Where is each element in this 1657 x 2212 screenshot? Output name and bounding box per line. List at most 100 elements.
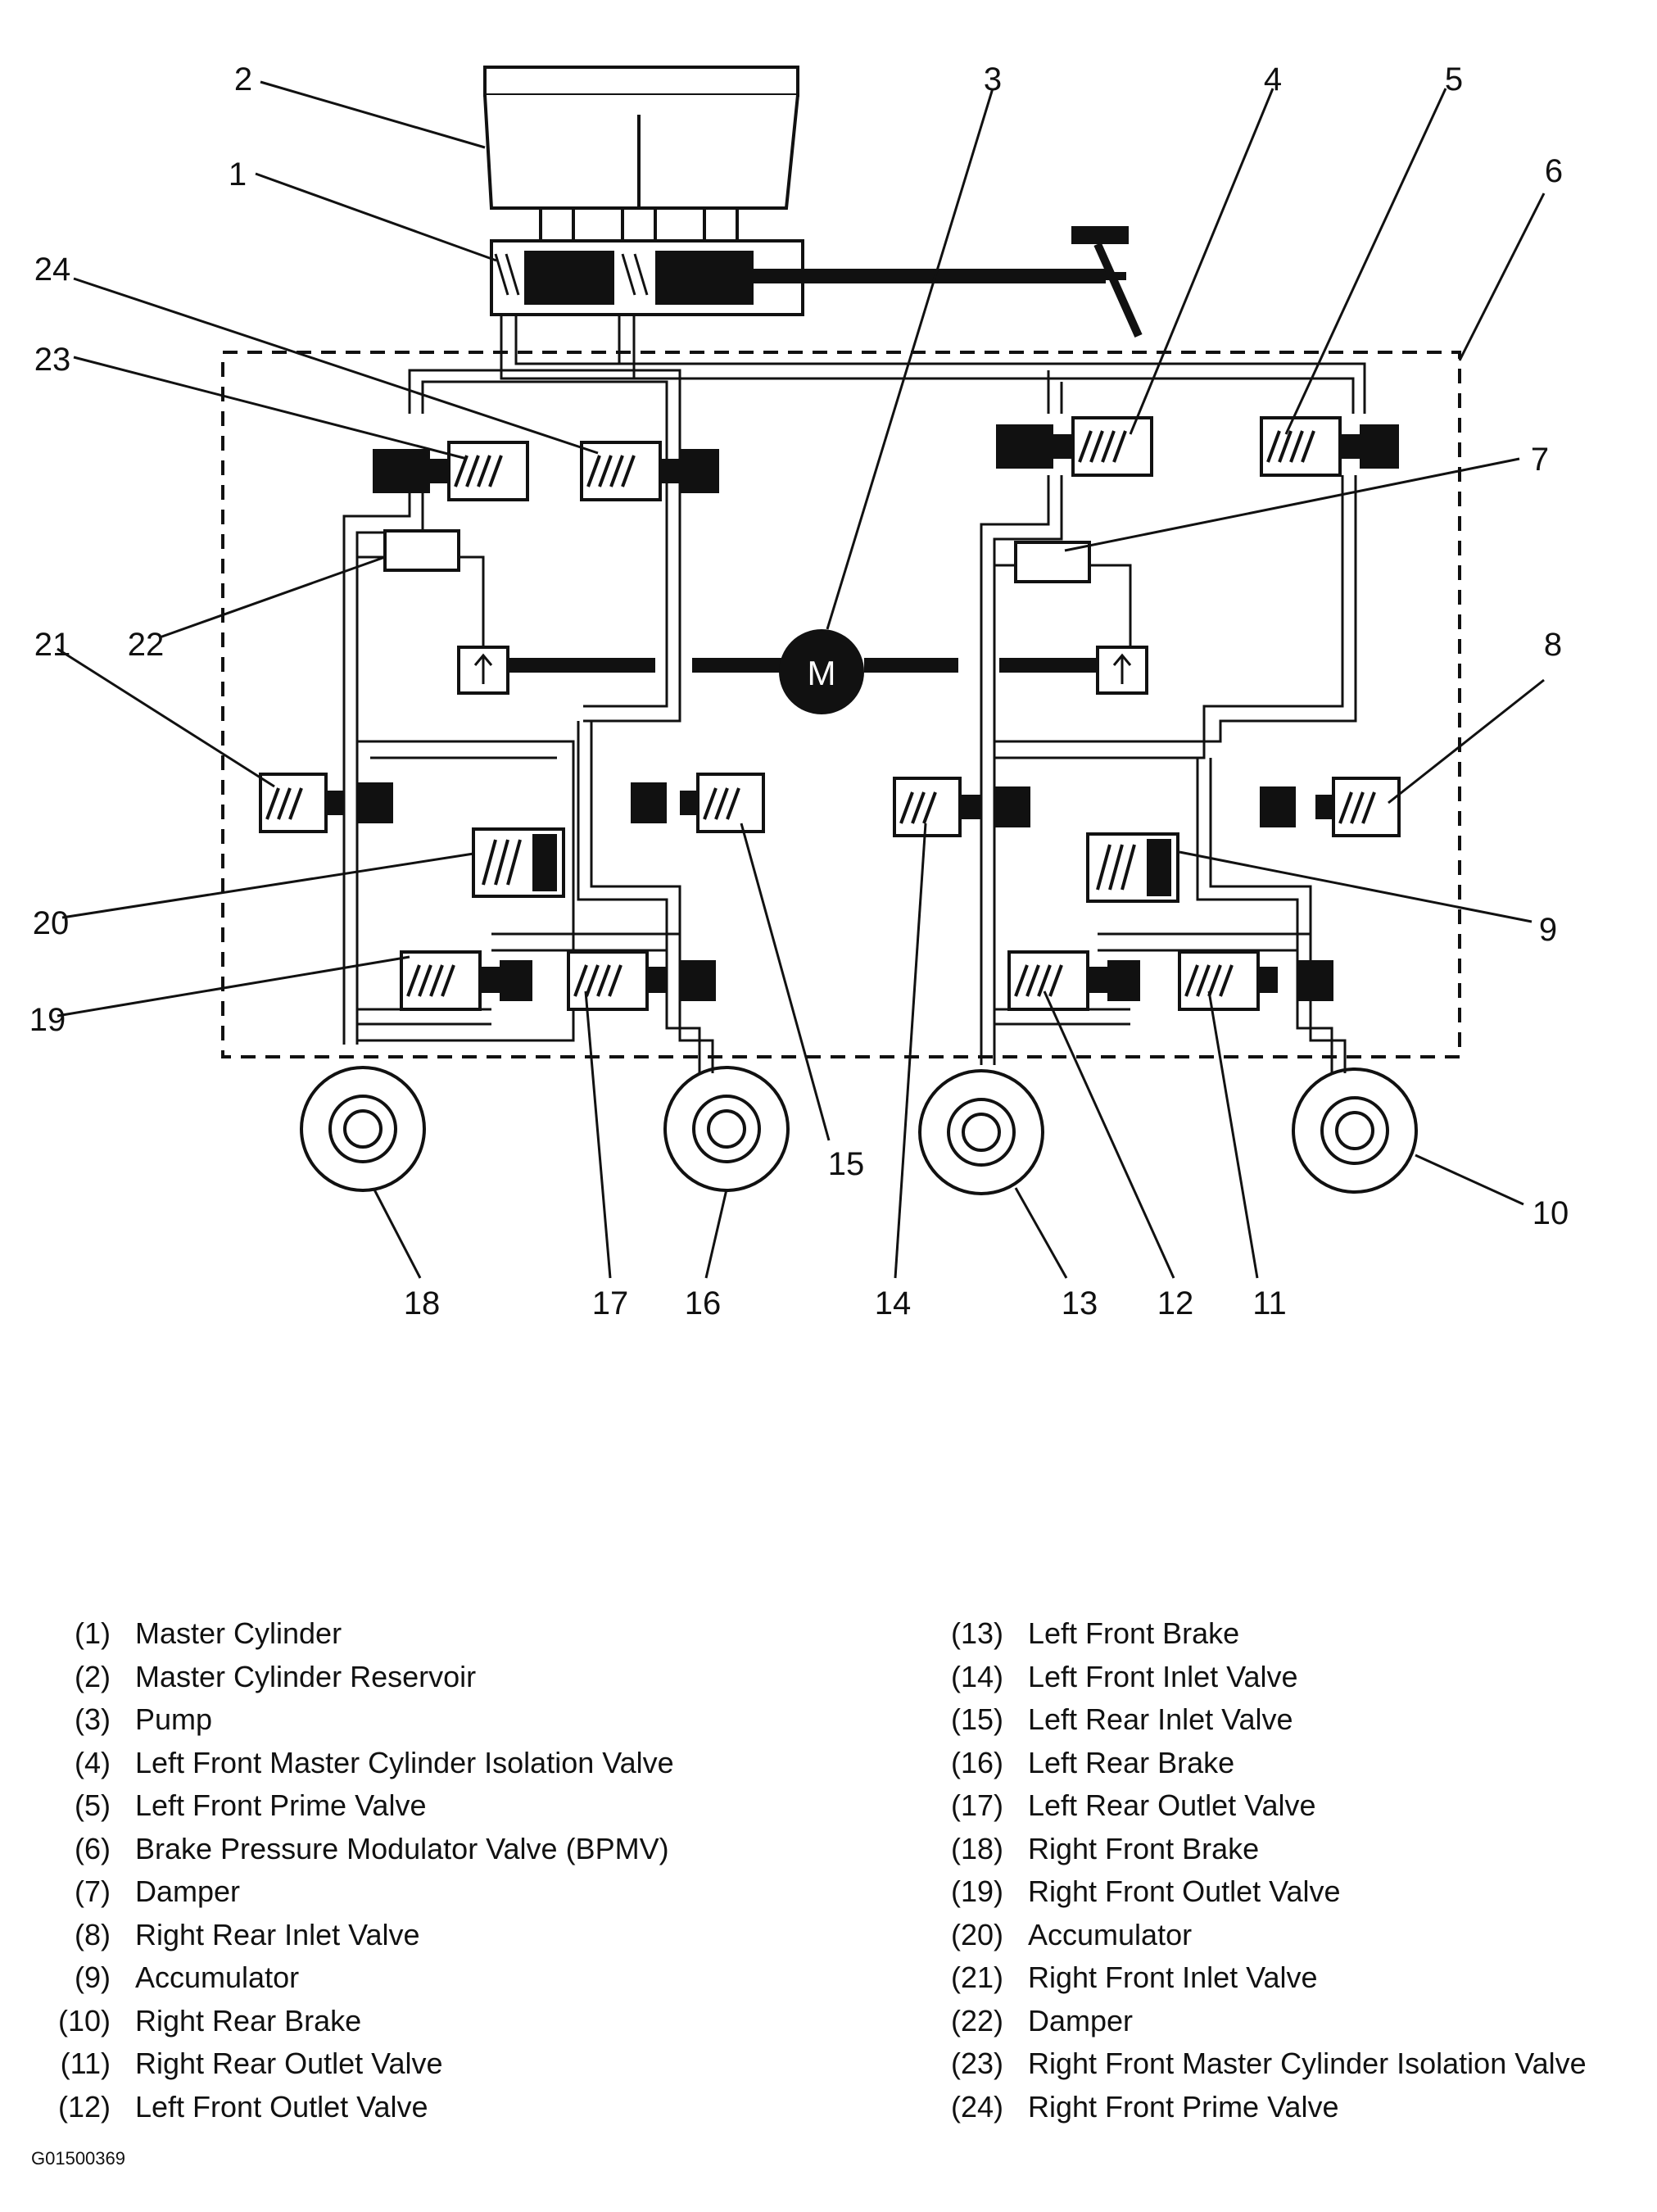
callout-14: 14 [875, 1285, 912, 1321]
valve-left-rear-outlet [567, 950, 716, 1011]
legend-number: (2) [75, 1659, 111, 1693]
legend-label: Master Cylinder Reservoir [135, 1659, 477, 1693]
legend-item: (3)Pump [25, 1698, 674, 1742]
legend-number: (22) [950, 2003, 1003, 2037]
callout-numbers: 1 2 3 4 5 6 7 8 9 10 11 12 13 14 15 16 1… [29, 61, 1569, 1321]
legend-number: (3) [75, 1702, 111, 1736]
callout-24: 24 [34, 252, 71, 288]
legend-label: Left Front Prime Valve [135, 1788, 427, 1822]
legend-label: Right Front Outlet Valve [1028, 1874, 1341, 1908]
master-cylinder-reservoir [483, 66, 799, 243]
legend-number: (8) [75, 1917, 111, 1951]
legend-number: (11) [60, 2047, 111, 2080]
legend-label: Left Front Master Cylinder Isolation Val… [135, 1745, 674, 1779]
legend-label: Left Front Outlet Valve [135, 2089, 428, 2124]
legend-number: (21) [950, 1960, 1003, 1994]
motor-label: M [808, 654, 836, 692]
callout-leader-lines [57, 80, 1546, 1279]
accumulator-left [472, 827, 565, 898]
legend-item: (13)Left Front Brake [917, 1612, 1587, 1656]
legend-label: Right Front Inlet Valve [1028, 1960, 1318, 1994]
figure-id: G01500369 [31, 2148, 125, 2169]
legend-item: (15)Left Rear Inlet Valve [917, 1698, 1587, 1742]
callout-6: 6 [1545, 153, 1563, 189]
callout-5: 5 [1445, 61, 1463, 97]
damper-right [1014, 541, 1091, 583]
legend-number: (14) [950, 1659, 1003, 1693]
pump-assembly: M [457, 629, 1148, 714]
legend-item: (21) Right Front Inlet Valve [917, 1956, 1587, 2000]
bpmv-dashed-boundary [221, 351, 1461, 1058]
legend-item: (18) Right Front Brake [917, 1828, 1587, 1871]
legend-label: Brake Pressure Modulator Valve (BPMV) [135, 1831, 669, 1865]
legend-number: (6) [75, 1831, 111, 1865]
callout-13: 13 [1062, 1285, 1098, 1321]
legend-number: (7) [75, 1874, 111, 1908]
callout-18: 18 [404, 1285, 441, 1321]
callout-11: 11 [1252, 1285, 1287, 1321]
valve-right-front-prime [580, 441, 719, 501]
callout-16: 16 [685, 1285, 722, 1321]
wheel-right-front [300, 1066, 426, 1192]
valve-right-front-inlet [259, 773, 393, 833]
callout-3: 3 [984, 61, 1002, 97]
valve-left-front-inlet [893, 777, 1030, 837]
legend-item: (1) Master Cylinder [25, 1612, 674, 1656]
legend-label: Right Rear Inlet Valve [135, 1917, 420, 1951]
accumulator-right [1086, 832, 1179, 903]
callout-20: 20 [33, 905, 70, 941]
callout-12: 12 [1157, 1285, 1194, 1321]
legend-number: (4) [75, 1745, 111, 1779]
legend-item: (16) Left Rear Brake [917, 1742, 1587, 1785]
legend-label: Master Cylinder [135, 1616, 342, 1650]
legend-number: (18) [950, 1831, 1003, 1865]
legend-label: Left Front Inlet Valve [1028, 1659, 1298, 1693]
wheel-left-front [918, 1069, 1044, 1195]
damper-left [383, 529, 460, 572]
callout-17: 17 [592, 1285, 629, 1321]
valve-right-rear-inlet [1260, 777, 1401, 837]
legend-label: Accumulator [135, 1960, 300, 1994]
valve-right-front-iso [373, 441, 529, 501]
legend-item: (4) Left Front Master Cylinder Isolation … [25, 1742, 674, 1785]
legend-item: (11) Right Rear Outlet Valve [25, 2042, 674, 2086]
wheel-left-rear [663, 1066, 790, 1192]
legend-label: Right Front Master Cylinder Isolation Va… [1028, 2047, 1587, 2080]
legend-item: (24)Right Front Prime Valve [917, 2086, 1587, 2129]
wheel-right-rear [1292, 1067, 1418, 1194]
legend-item: (20)Accumulator [917, 1914, 1587, 1957]
callout-7: 7 [1531, 442, 1549, 478]
legend-label: Right Front Brake [1028, 1831, 1260, 1865]
legend-label: Accumulator [1028, 1917, 1193, 1951]
legend-item: (17)Left Rear Outlet Valve [917, 1784, 1587, 1828]
legend-number: (16) [950, 1745, 1003, 1779]
legend-item: (12)Left Front Outlet Valve [25, 2086, 674, 2129]
legend-label: Damper [1028, 2003, 1134, 2037]
legend-number: (10) [57, 2003, 111, 2037]
callout-9: 9 [1539, 912, 1557, 948]
legend-item: (22) Damper [917, 2000, 1587, 2043]
legend-label: Damper [135, 1874, 241, 1908]
legend-left-column: (1) Master Cylinder (2) Master Cylinder Re… [25, 1612, 674, 2128]
legend-number: (1) [75, 1616, 111, 1650]
valve-left-front-iso [996, 416, 1153, 477]
legend-label: Right Rear Outlet Valve [135, 2047, 443, 2080]
callout-21: 21 [34, 627, 71, 663]
pump-motor [779, 629, 864, 714]
legend-number: (9) [75, 1960, 111, 1994]
legend-label: Right Rear Brake [135, 2003, 362, 2037]
legend-number: (15) [950, 1702, 1003, 1736]
legend-number: (23) [950, 2047, 1003, 2080]
valve-left-rear-inlet [631, 773, 765, 833]
legend-label: Left Rear Brake [1028, 1745, 1235, 1779]
legend-number: (5) [75, 1788, 111, 1822]
legend-item: (5) Left Front Prime Valve [25, 1784, 674, 1828]
legend-item: (10) Right Rear Brake [25, 2000, 674, 2043]
legend-item: (8) Right Rear Inlet Valve [25, 1914, 674, 1957]
callout-23: 23 [34, 342, 71, 378]
legend-item: (7) Damper [25, 1870, 674, 1914]
legend-label: Right Front Prime Valve [1028, 2089, 1339, 2124]
callout-15: 15 [828, 1146, 865, 1182]
callout-22: 22 [128, 627, 165, 663]
